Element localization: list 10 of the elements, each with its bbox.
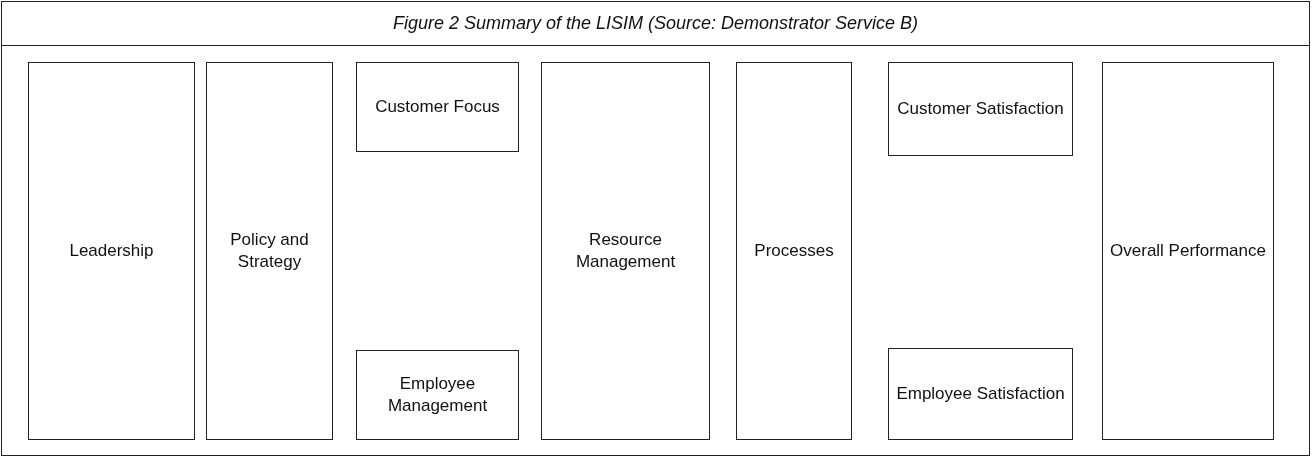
category-box: Processes xyxy=(736,62,852,440)
category-box: Resource Management xyxy=(541,62,710,440)
category-box: Customer Focus xyxy=(356,62,519,152)
category-box: Overall Performance xyxy=(1102,62,1274,440)
category-box: Policy and Strategy xyxy=(206,62,333,440)
figure-title: Figure 2 Summary of the LISIM (Source: Demonstrator Service B) xyxy=(2,2,1309,46)
category-box: Employee Satisfaction xyxy=(888,348,1073,440)
category-box: Customer Satisfaction xyxy=(888,62,1073,156)
category-box: Employee Management xyxy=(356,350,519,440)
category-box: Leadership xyxy=(28,62,195,440)
